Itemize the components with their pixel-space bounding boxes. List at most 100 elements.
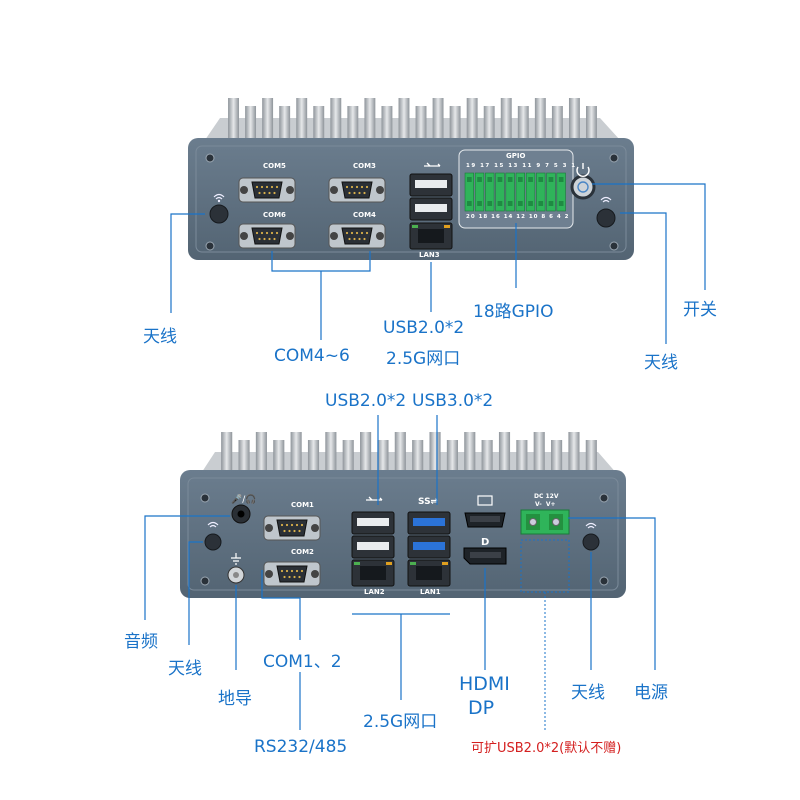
heatsink-fin	[221, 432, 233, 472]
callout-power: 电源	[634, 683, 668, 703]
heatsink-fin	[313, 106, 325, 140]
port-label-com6: COM6	[263, 211, 286, 219]
heatsink-fin	[342, 440, 354, 472]
bottom-usb2-pair	[351, 511, 395, 559]
callout-power-switch: 开关	[683, 300, 717, 320]
heatsink-fin	[533, 432, 545, 472]
port-label-lan1: LAN1	[420, 588, 441, 596]
usb3-ss-icon: SS⇌	[418, 497, 439, 507]
heatsink-fin	[415, 106, 427, 140]
heatsink-fin	[290, 432, 302, 472]
heatsink-fin	[262, 98, 274, 140]
heatsink-fin	[394, 432, 406, 472]
heatsink-fin	[429, 432, 441, 472]
heatsink-fin	[377, 440, 389, 472]
note-usb-expansion: 可扩USB2.0*2(默认不赠)	[471, 741, 622, 756]
top-lan3-port	[409, 222, 453, 250]
db9-serial-port	[263, 515, 321, 541]
callout-usb3-bottom: USB3.0*2	[412, 391, 494, 411]
port-label-com1: COM1	[291, 501, 314, 509]
heatsink-fin	[481, 440, 493, 472]
callout-com1-2: COM1、2	[263, 652, 342, 672]
screw	[205, 241, 215, 251]
bottom-lan1-port	[407, 559, 451, 587]
port-label-gpio: GPIO	[506, 152, 526, 160]
bottom-callout-lines	[144, 415, 656, 730]
port-label-lan3: LAN3	[419, 251, 440, 259]
screw	[205, 153, 215, 163]
heatsink-fin	[483, 106, 495, 140]
db9-serial-port	[238, 177, 296, 203]
heatsink-fin	[516, 440, 528, 472]
port-label-lan2: LAN2	[364, 588, 385, 596]
port-label-com3: COM3	[353, 162, 376, 170]
db9-serial-port	[238, 223, 296, 249]
callout-usb2-top: USB2.0*2	[383, 318, 465, 338]
callout-rs232-485: RS232/485	[254, 737, 348, 757]
callout-com4-6: COM4~6	[274, 346, 350, 366]
db9-serial-port	[328, 223, 386, 249]
heatsink-fin	[464, 432, 476, 472]
heatsink-fin	[449, 106, 461, 140]
usb-icon	[366, 496, 383, 501]
heatsink-fin	[238, 440, 250, 472]
antenna-port-right	[596, 208, 616, 228]
heatsink-fin	[381, 106, 393, 140]
heatsink-fin	[517, 106, 529, 140]
heatsink-fin	[432, 98, 444, 140]
heatsink-fin	[568, 432, 580, 472]
bottom-heatsink	[200, 432, 618, 475]
heatsink-fin	[551, 440, 563, 472]
top-usb2-pair	[409, 173, 453, 221]
callout-gpio: 18路GPIO	[473, 302, 554, 322]
port-label-com5: COM5	[263, 162, 286, 170]
antenna-port-left-bottom	[204, 533, 222, 551]
heatsink-fin	[255, 432, 267, 472]
heatsink-fin	[534, 98, 546, 140]
heatsink-fin	[360, 432, 372, 472]
bottom-lan2-port	[351, 559, 395, 587]
heatsink-fin	[466, 98, 478, 140]
callout-antenna-right-top: 天线	[644, 353, 678, 373]
callout-antenna-left-bottom: 天线	[168, 659, 202, 679]
callout-lan-top: 2.5G网口	[386, 349, 461, 369]
power-switch	[570, 174, 596, 200]
db9-serial-port	[263, 561, 321, 587]
port-label-com2: COM2	[291, 548, 314, 556]
screw	[609, 153, 619, 163]
callout-dp: DP	[468, 697, 495, 719]
power-icon	[576, 166, 590, 177]
db9-serial-port	[328, 177, 386, 203]
wifi-icon	[600, 196, 612, 203]
heatsink-fin	[498, 432, 511, 472]
wifi-icon	[207, 521, 219, 528]
top-heatsink	[205, 98, 620, 140]
port-label-com4: COM4	[353, 211, 376, 219]
heatsink-fin	[330, 98, 342, 140]
heatsink-fin	[364, 98, 376, 140]
usb-icon	[424, 162, 441, 167]
heatsink-fin	[273, 440, 285, 472]
gpio-bottom-pin-numbers: 20 18 16 14 12 10 8 6 4 2	[466, 214, 570, 220]
callout-antenna-left-top: 天线	[143, 327, 177, 347]
heatsink-fin	[500, 98, 512, 140]
heatsink-fin	[398, 98, 410, 140]
callout-antenna-right-bottom: 天线	[571, 683, 605, 703]
gpio-connector	[458, 149, 574, 229]
gpio-top-pin-numbers: 19 17 15 13 11 9 7 5 3 1	[466, 163, 577, 169]
heatsink-fin	[412, 440, 424, 472]
callout-ground: 地导	[218, 689, 252, 709]
wifi-icon	[213, 193, 225, 200]
heatsink-fin	[296, 98, 308, 140]
ground-icon	[231, 553, 241, 565]
callout-hdmi: HDMI	[459, 673, 510, 695]
heatsink-fin	[585, 440, 597, 472]
callout-lan-bottom: 2.5G网口	[363, 712, 438, 732]
wifi-icon	[585, 522, 597, 529]
antenna-port-right-bottom	[582, 533, 600, 551]
heatsink-fin	[325, 432, 337, 472]
dc-power-terminal	[520, 509, 570, 535]
hdmi-icon	[477, 495, 493, 506]
bottom-usb3-pair	[407, 511, 451, 559]
